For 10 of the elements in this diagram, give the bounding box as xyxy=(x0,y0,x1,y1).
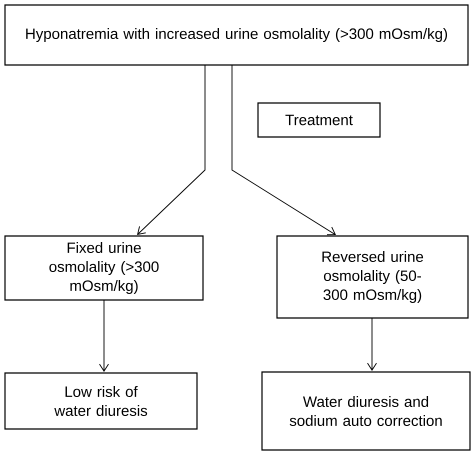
arrow xyxy=(232,64,336,236)
arrow xyxy=(99,300,109,372)
process-box: Treatment xyxy=(257,102,381,138)
arrow xyxy=(367,318,377,371)
process-box: Low risk of water diuresis xyxy=(4,372,198,430)
arrow xyxy=(137,64,206,235)
process-box: Fixed urine osmolality (>300 mOsm/kg) xyxy=(4,235,204,301)
process-box: Water diuresis and sodium auto correction xyxy=(261,371,471,451)
process-box: Reversed urine osmolality (50-300 mOsm/kg) xyxy=(276,235,469,319)
process-box: Hyponatremia with increased urine osmolality (>300 mOsm/kg) xyxy=(4,4,469,66)
